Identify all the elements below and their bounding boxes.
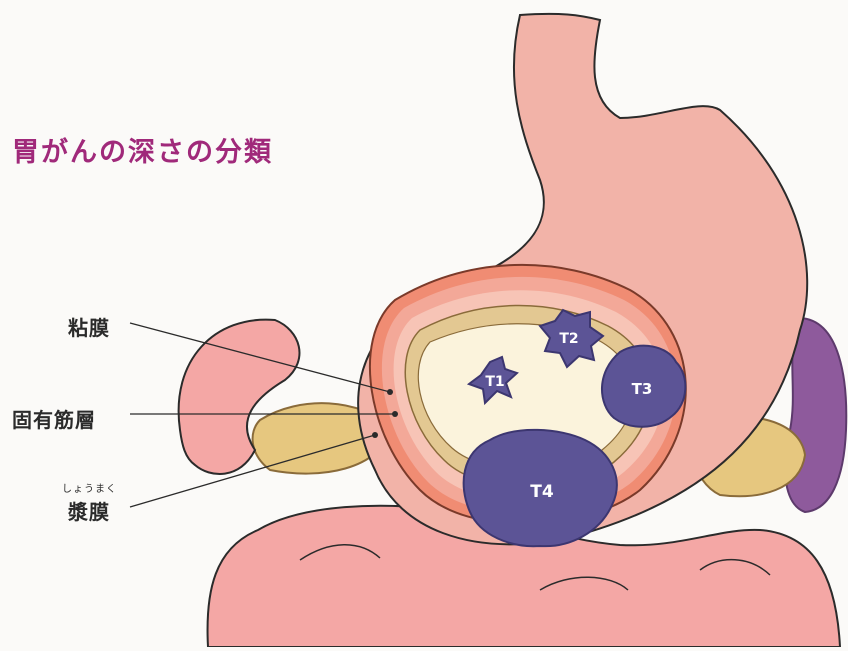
label-serosa: 漿膜: [68, 496, 110, 525]
label-mucosa: 粘膜: [68, 312, 110, 341]
tumor-label-t2: T2: [559, 331, 578, 347]
leader-dot-mucosa: [387, 389, 393, 395]
diagram-title: 胃がんの深さの分類: [12, 130, 273, 169]
tumor-t4: T4: [464, 430, 617, 546]
label-muscularis: 固有筋層: [12, 404, 96, 433]
tumor-t3: T3: [602, 346, 685, 427]
tumor-label-t1: T1: [485, 374, 504, 390]
label-serosa-reading: しょうまく: [62, 480, 117, 495]
leader-dot-serosa: [372, 432, 378, 438]
tumor-label-t3: T3: [632, 380, 653, 398]
leader-dot-muscularis: [392, 411, 398, 417]
tumor-label-t4: T4: [530, 482, 554, 502]
